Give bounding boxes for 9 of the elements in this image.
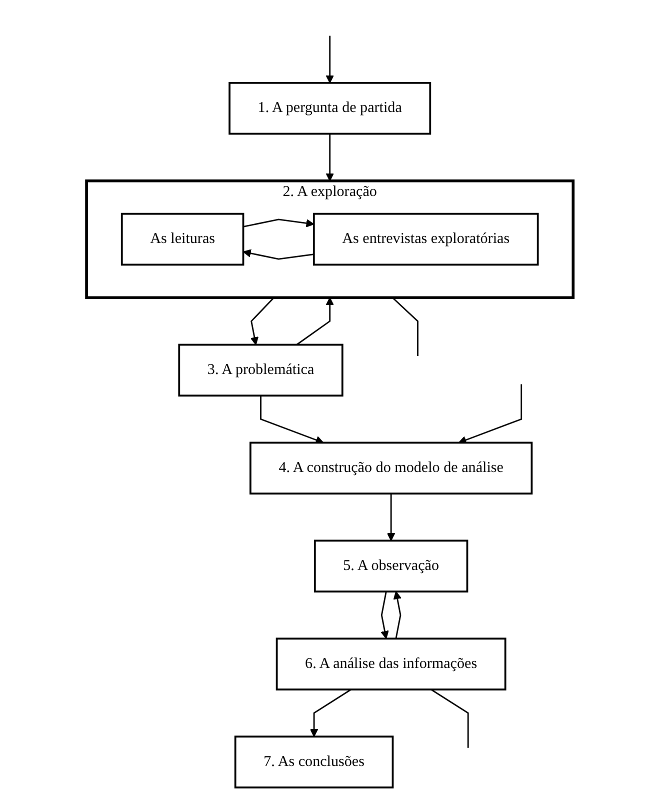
process-box: 7. As conclusões [234,736,394,788]
process-box: 3. A problemática [178,344,343,397]
group-title: 2. A exploração [282,184,377,200]
process-box: 6. A análise das informações [276,638,506,690]
process-box: 1. A pergunta de partida [228,82,431,135]
process-box: 5. A observação [314,540,468,592]
process-box: 4. A construção do modelo de análise [249,442,532,495]
process-box: As entrevistas exploratórias [312,212,538,266]
process-box: As leituras [120,212,244,266]
